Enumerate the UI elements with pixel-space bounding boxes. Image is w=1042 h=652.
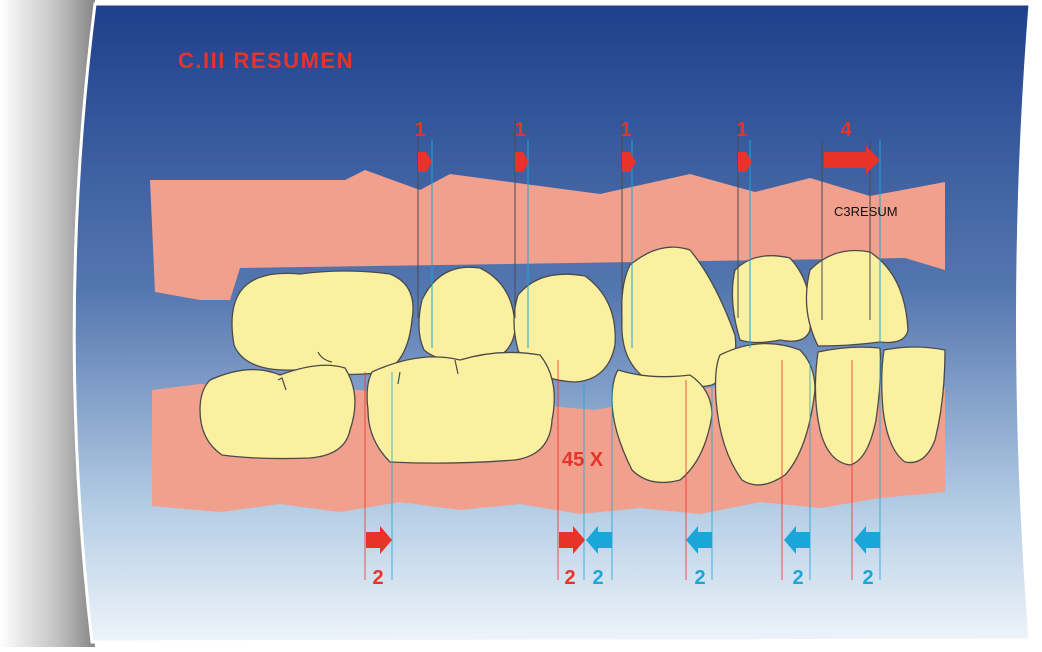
upper-arrow-label: 1 [620, 119, 631, 141]
magnification-label: 45 X [562, 449, 604, 471]
lower-molar-1 [200, 365, 355, 458]
upper-arrow-label: 1 [514, 119, 525, 141]
upper-arrow-label: 4 [840, 119, 852, 141]
lower-arrow-label: 2 [792, 567, 803, 589]
slide-title: C.III RESUMEN [178, 48, 354, 73]
upper-lateral-incisor [732, 256, 810, 343]
lower-arrow-label: 2 [564, 567, 575, 589]
lower-arrow-label: 2 [592, 567, 603, 589]
code-label: C3RESUM [834, 204, 898, 219]
lower-arrow-label: 2 [862, 567, 873, 589]
upper-arrow-label: 1 [736, 119, 747, 141]
lower-arrow-label: 2 [694, 567, 705, 589]
lower-arrow-label: 2 [372, 567, 383, 589]
upper-arrow-label: 1 [414, 119, 425, 141]
lower-molar-2 [367, 352, 554, 463]
upper-molar [232, 271, 413, 375]
